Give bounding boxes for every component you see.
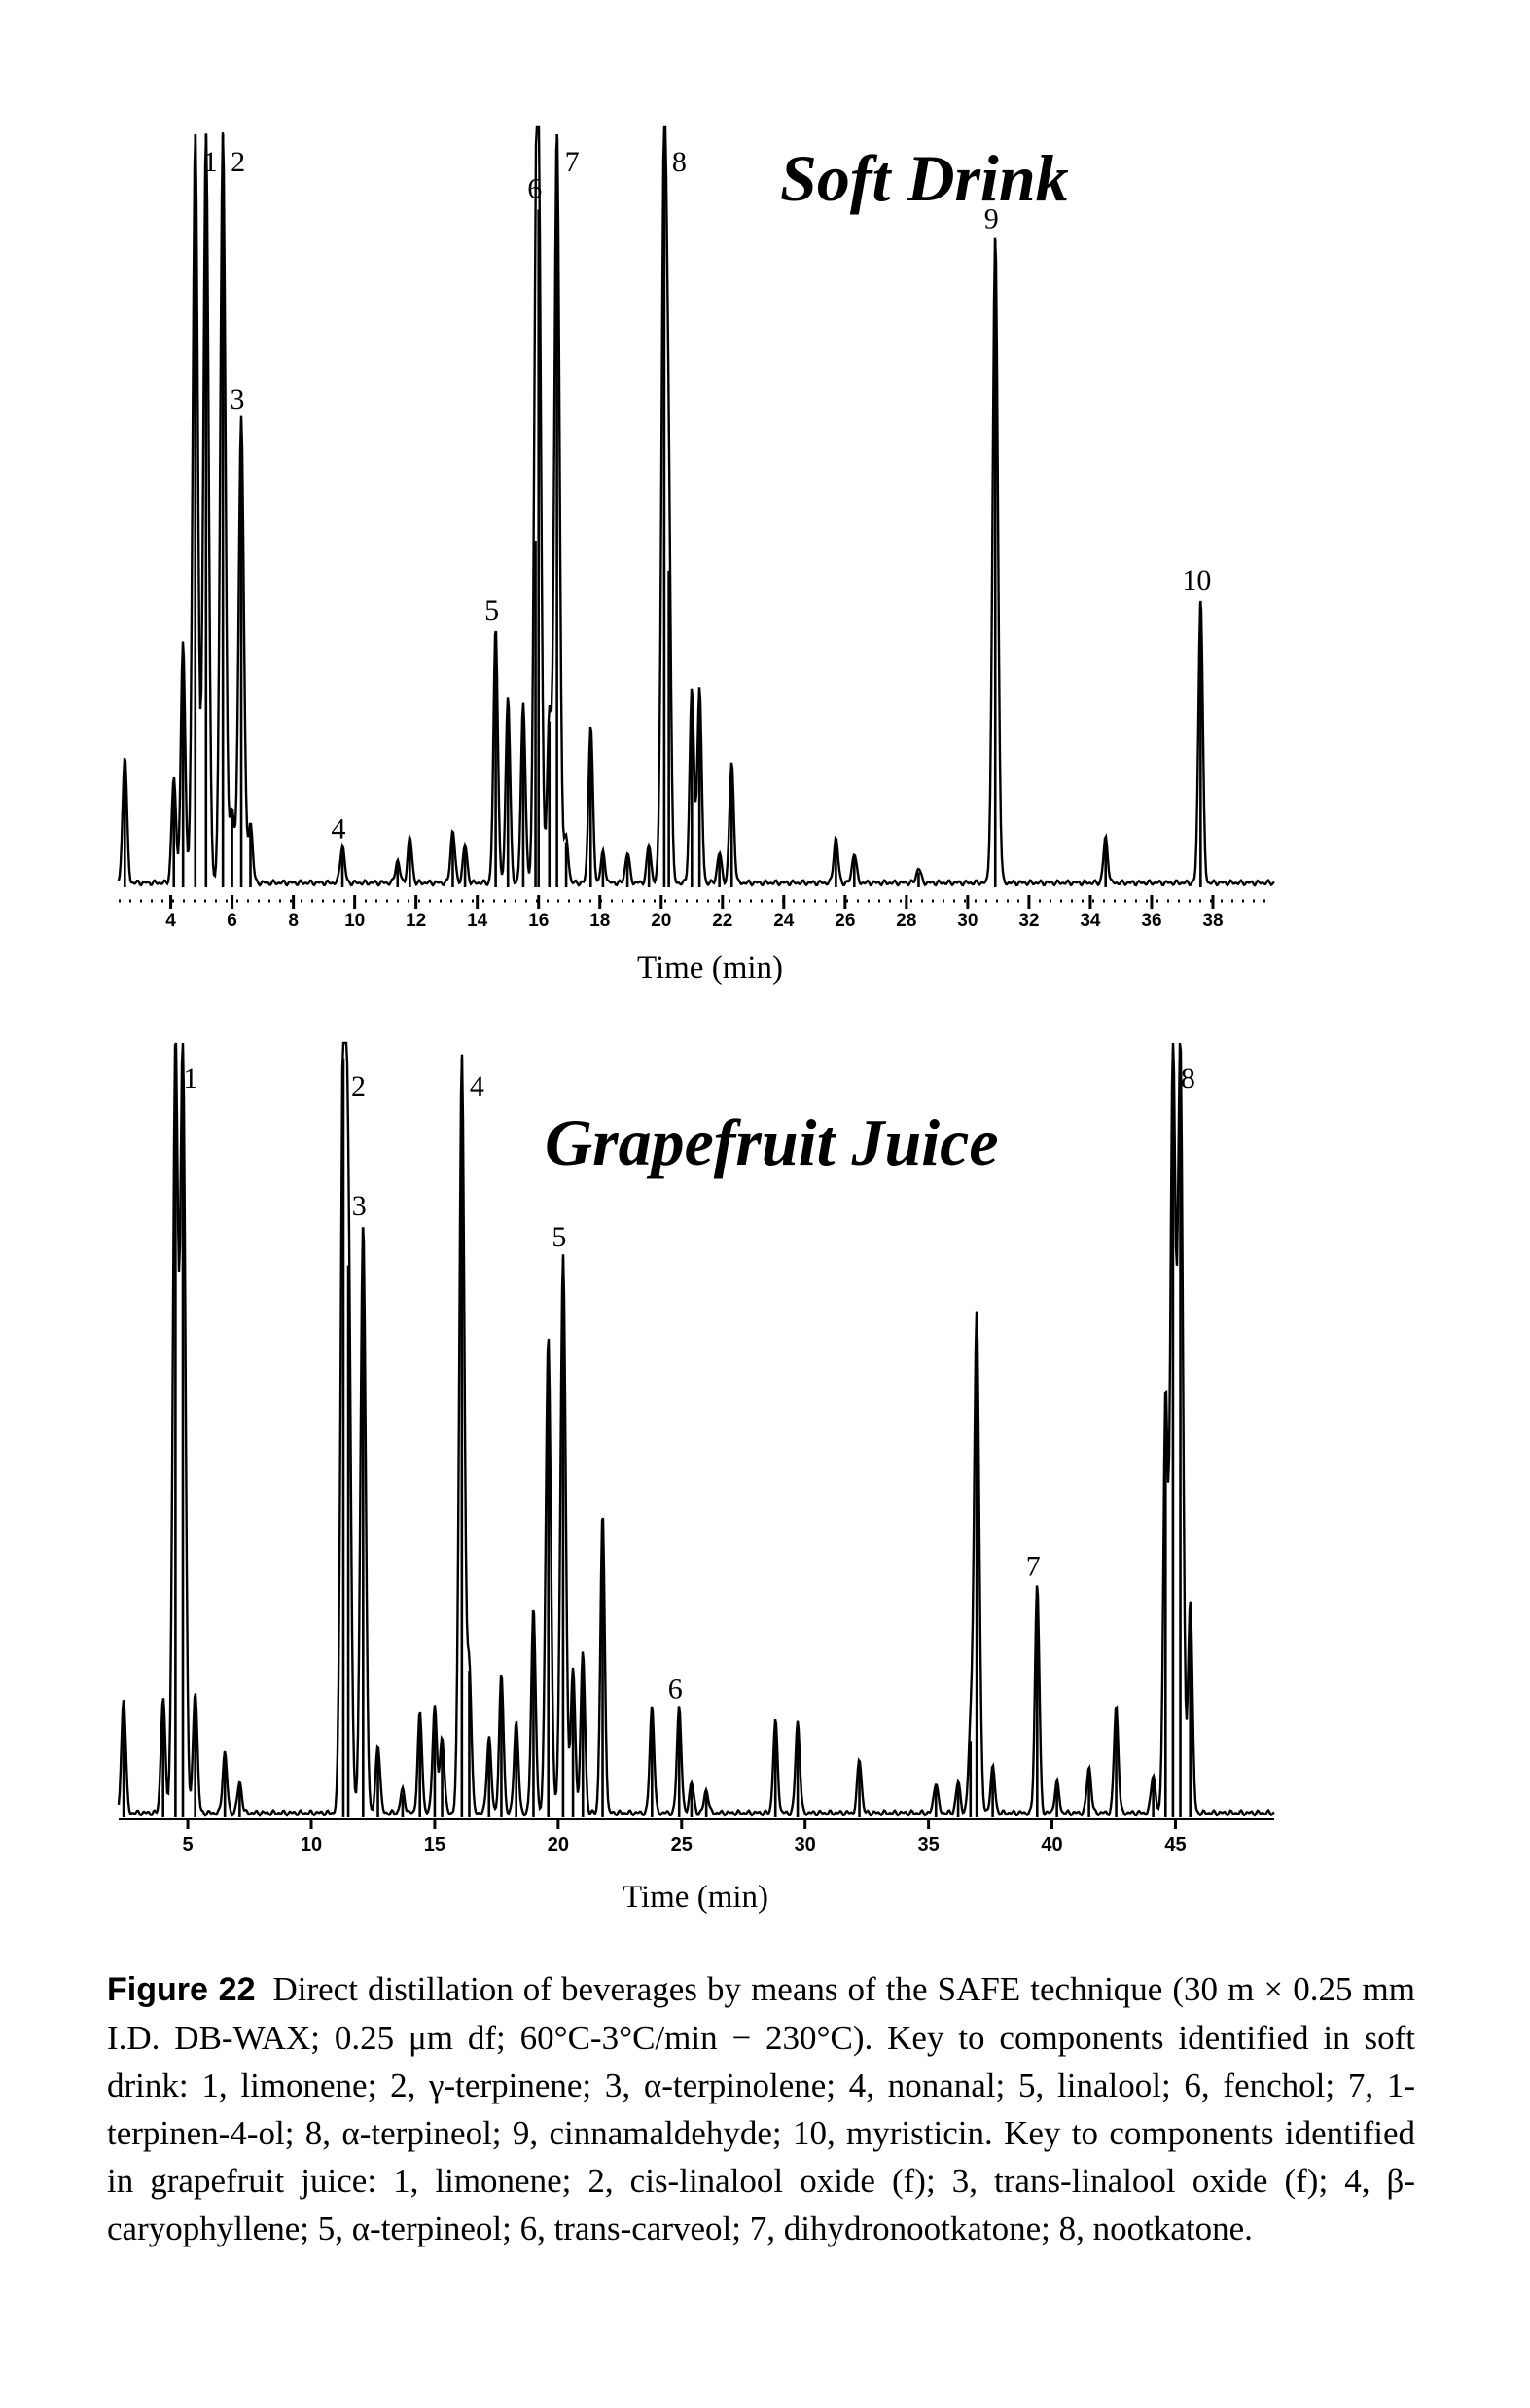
peak-label-6: 6 <box>527 172 542 204</box>
x-tick-label: 22 <box>712 911 732 931</box>
soft-drink-x-ticks: 4 6 8 10 12 14 16 18 20 22 24 26 28 30 32 34 36 38 <box>119 895 1274 931</box>
x-tick-label: 30 <box>957 911 978 931</box>
peak-label-8: 8 <box>672 146 687 178</box>
x-tick-label: 28 <box>896 911 916 931</box>
peak-label-2: 2 <box>351 1070 366 1102</box>
x-tick-label: 30 <box>795 1834 816 1855</box>
soft-drink-title: Soft Drink <box>780 141 1069 215</box>
x-tick-label: 40 <box>1041 1834 1062 1855</box>
peak-label-7: 7 <box>565 146 580 178</box>
x-tick-label: 24 <box>773 911 795 931</box>
chromatogram-trace-line <box>117 125 1275 887</box>
peak-label-8: 8 <box>1181 1062 1195 1095</box>
peak-label-7: 7 <box>1026 1551 1041 1583</box>
x-tick-label: 26 <box>835 911 855 931</box>
x-tick-label: 32 <box>1018 911 1039 931</box>
peak-label-4: 4 <box>332 812 346 845</box>
peak-label-5: 5 <box>484 594 499 627</box>
peak-label-1: 1 <box>203 146 218 178</box>
x-tick-label: 10 <box>344 911 365 931</box>
caption-text: Direct distillation of beverages by mean… <box>107 1970 1415 2247</box>
x-tick-label: 35 <box>917 1834 939 1855</box>
x-tick-label: 20 <box>651 911 671 931</box>
grapefruit-juice-trace <box>117 1041 1275 1817</box>
peak-label-4: 4 <box>470 1070 484 1102</box>
grapefruit-juice-x-ticks: 5 10 15 20 25 30 35 40 45 <box>119 1818 1274 1855</box>
peak-label-5: 5 <box>552 1221 566 1253</box>
x-tick-label: 20 <box>548 1834 569 1855</box>
grapefruit-juice-x-axis-label: Time (min) <box>623 1880 768 1915</box>
x-tick-label: 12 <box>406 911 426 931</box>
x-tick-label: 5 <box>183 1834 194 1855</box>
grapefruit-juice-title: Grapefruit Juice <box>545 1105 999 1179</box>
x-tick-label: 15 <box>424 1834 445 1855</box>
x-tick-label: 8 <box>288 911 299 931</box>
x-tick-label: 10 <box>301 1834 322 1855</box>
peak-label-10: 10 <box>1182 564 1211 596</box>
x-tick-label: 18 <box>589 911 610 931</box>
x-tick-label: 6 <box>227 911 237 931</box>
x-tick-label: 38 <box>1202 911 1223 931</box>
x-tick-label: 45 <box>1164 1834 1186 1855</box>
peak-label-9: 9 <box>984 202 999 234</box>
soft-drink-trace <box>117 125 1275 887</box>
peak-label-3: 3 <box>352 1190 367 1222</box>
figure-label: Figure 22 <box>107 1971 256 2008</box>
peak-label-6: 6 <box>668 1673 683 1706</box>
x-tick-label: 4 <box>165 911 176 931</box>
chromatogram-trace-line <box>117 1041 1275 1817</box>
x-tick-label: 34 <box>1080 911 1101 931</box>
peak-label-1: 1 <box>183 1062 197 1095</box>
grapefruit-juice-peak-labels: 1 2 3 4 5 6 7 8 <box>183 1062 1195 1706</box>
x-tick-label: 14 <box>467 911 488 931</box>
x-tick-label: 25 <box>671 1834 693 1855</box>
x-tick-label: 16 <box>528 911 549 931</box>
x-tick-label: 36 <box>1141 911 1161 931</box>
peak-label-3: 3 <box>231 383 245 415</box>
peak-label-2: 2 <box>231 146 245 178</box>
soft-drink-x-axis-label: Time (min) <box>637 951 783 986</box>
